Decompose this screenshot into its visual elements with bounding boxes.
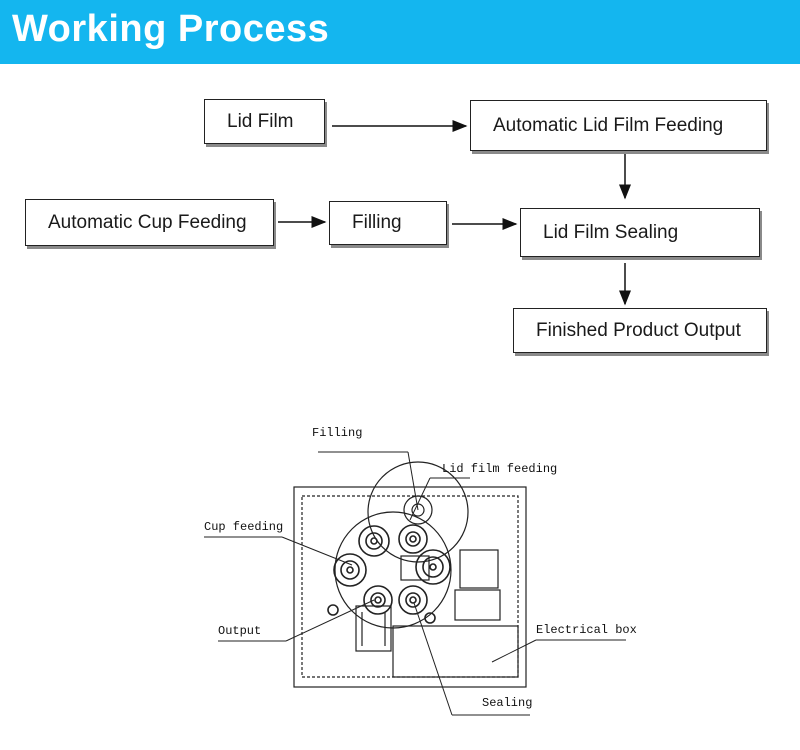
label-output: Output: [218, 624, 261, 638]
flow-box-filling: Filling: [329, 201, 447, 245]
wheel-bottom-left: [363, 585, 393, 615]
station-wheels: [327, 524, 451, 624]
leader-lines: [204, 451, 626, 716]
flow-box-lid-film-sealing: Lid Film Sealing: [520, 208, 760, 257]
wheel-left: [333, 553, 367, 587]
label-sealing: Sealing: [482, 696, 532, 710]
lid-film-reel: [367, 461, 469, 563]
machine-outer-frame: [293, 486, 527, 688]
flow-box-finished-product-output: Finished Product Output: [513, 308, 767, 353]
page-title: Working Process: [12, 8, 330, 50]
wheel-right: [415, 549, 451, 585]
header-banner: Working Process: [0, 0, 800, 64]
wheel-top-right: [398, 524, 428, 554]
wheel-top-left: [358, 525, 390, 557]
electrical-box: [392, 625, 519, 678]
wheel-bottom-right: [398, 585, 428, 615]
label-cup-feeding: Cup feeding: [204, 520, 283, 534]
right-block-upper: [459, 549, 499, 589]
flow-box-auto-lid-film-feeding: Automatic Lid Film Feeding: [470, 100, 767, 151]
label-filling: Filling: [312, 426, 362, 440]
right-block-lower: [454, 589, 501, 621]
flow-box-lid-film: Lid Film: [204, 99, 325, 144]
turntable: [334, 511, 452, 629]
label-lid-film-feeding: Lid film feeding: [442, 462, 557, 476]
flow-box-auto-cup-feeding: Automatic Cup Feeding: [25, 199, 274, 246]
label-electrical-box: Electrical box: [536, 623, 637, 637]
